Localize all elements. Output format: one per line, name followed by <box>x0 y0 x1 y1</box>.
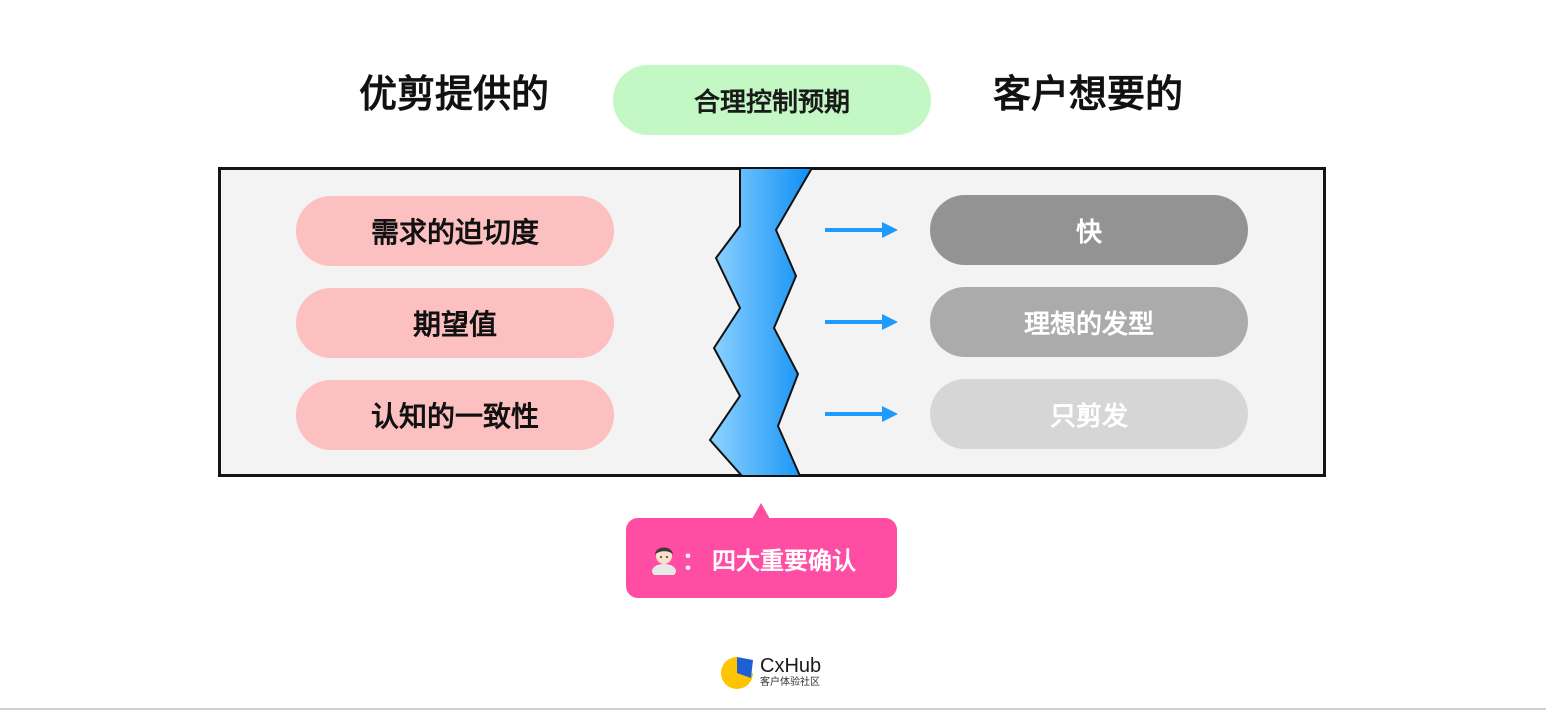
expectation-control-pill: 合理控制预期 <box>613 65 931 135</box>
callout-separator: ： <box>682 546 706 575</box>
provided-heading: 优剪提供的 <box>359 72 550 116</box>
right-item-ideal-hairstyle: 理想的发型 <box>930 287 1248 357</box>
confirmation-callout: ： 四大重要确认 <box>626 518 897 598</box>
arrow-icon <box>825 406 898 422</box>
left-item-urgency: 需求的迫切度 <box>296 196 614 266</box>
cxhub-logo-icon <box>721 657 753 689</box>
logo-name: CxHub <box>760 655 822 677</box>
person-icon <box>652 547 676 575</box>
wanted-heading: 客户想要的 <box>993 72 1184 116</box>
arrow-icon <box>825 222 898 238</box>
callout-text: 四大重要确认 <box>712 546 856 575</box>
callout-tail <box>752 503 770 519</box>
footer-divider <box>0 708 1546 710</box>
logo-subtitle: 客户体验社区 <box>760 677 820 688</box>
right-item-haircut-only: 只剪发 <box>930 379 1248 449</box>
right-item-fast: 快 <box>930 195 1248 265</box>
arrow-icon <box>825 314 898 330</box>
gap-bolt-divider <box>708 168 814 477</box>
left-item-expectation: 期望值 <box>296 288 614 358</box>
left-item-consistency: 认知的一致性 <box>296 380 614 450</box>
